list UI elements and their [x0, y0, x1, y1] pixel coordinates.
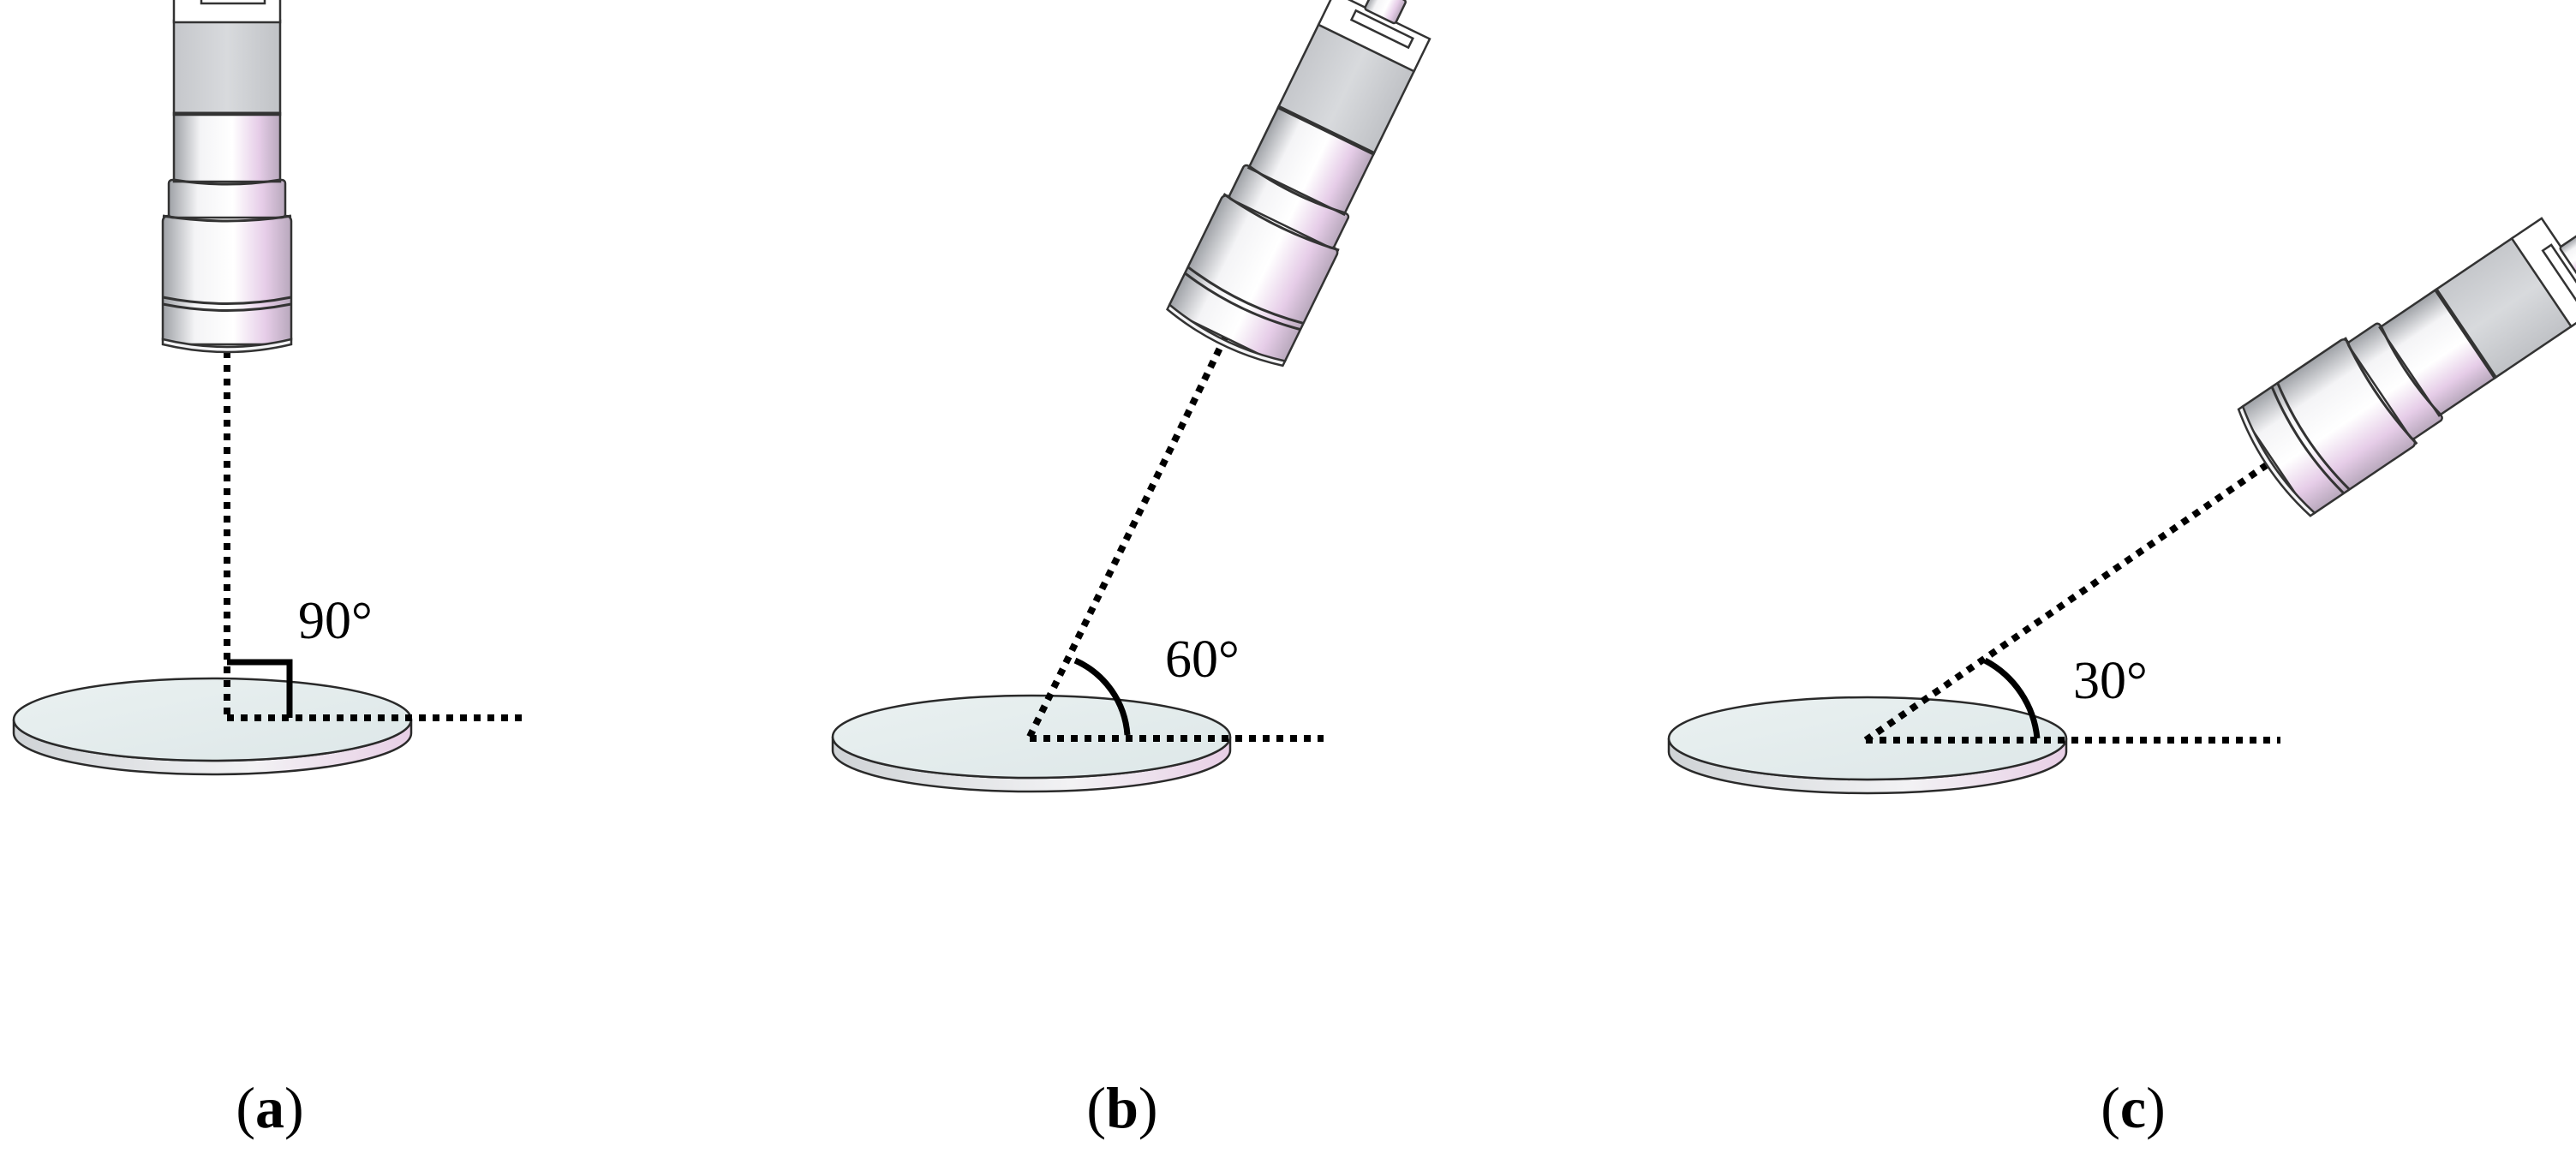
- angle-label: 30°: [2073, 652, 2148, 710]
- optical-axis-line: [1863, 459, 2273, 744]
- camera-icon: [161, 0, 293, 354]
- angle-label: 90°: [298, 592, 373, 650]
- optical-axis-line: [1026, 336, 1228, 738]
- sample-disk-icon: [1667, 696, 2068, 795]
- panel-c: 30° (c): [1667, 190, 2576, 1140]
- panel-label: (b): [1086, 1075, 1157, 1140]
- camera-icon: [2231, 190, 2576, 522]
- right-angle-marker: [227, 659, 293, 718]
- sample-disk-icon: [12, 677, 413, 776]
- panel-a: 90° (a): [12, 0, 524, 1140]
- angle-label: 60°: [1165, 630, 1240, 689]
- sample-disk-icon: [831, 694, 1232, 793]
- panel-label: (a): [236, 1075, 303, 1140]
- camera-icon: [1162, 0, 1455, 374]
- panel-b: 60° (b): [831, 0, 1455, 1140]
- angle-arc: [1983, 657, 2041, 739]
- panel-label: (c): [2101, 1075, 2166, 1140]
- angle-arc: [1073, 657, 1131, 736]
